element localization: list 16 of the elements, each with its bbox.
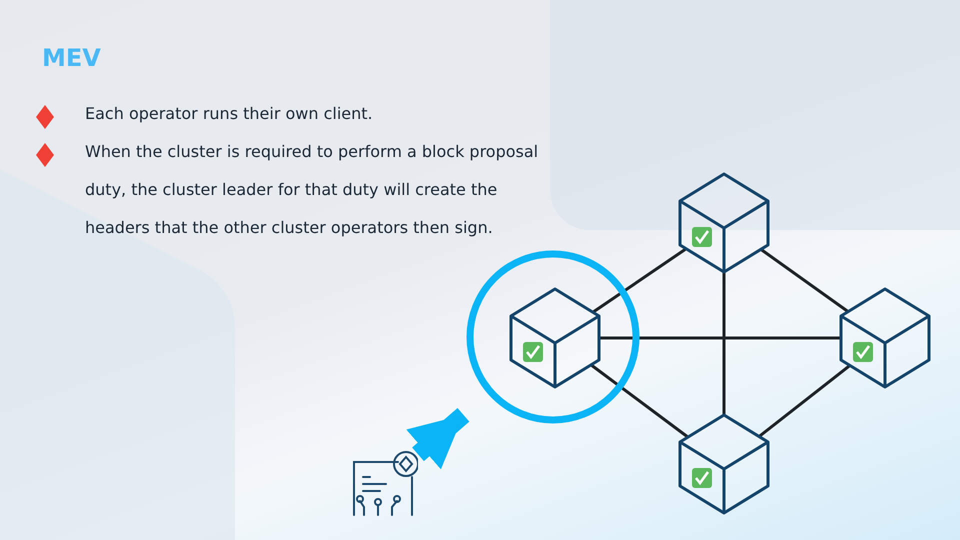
- node-cube: [678, 413, 770, 515]
- document-icon: [352, 449, 418, 517]
- slide-title: MEV: [42, 44, 101, 72]
- bullet-text: When the cluster is required to perform a block proposal duty, the cluster leader for that duty will create the headers that the other cluster operators then sign.: [85, 141, 540, 239]
- connector-line: [722, 272, 726, 415]
- node-cube: [839, 287, 931, 389]
- thick-arrow: [406, 408, 470, 470]
- node-cube: [509, 287, 601, 389]
- connector-line: [599, 336, 841, 340]
- connector-line: [592, 248, 687, 314]
- bullet-text: Each operator runs their own client.: [85, 103, 374, 125]
- connector-line: [758, 364, 851, 438]
- connector-line: [760, 248, 849, 313]
- connector-line: [590, 364, 689, 438]
- highlight-ring: [466, 250, 640, 424]
- node-cube: [678, 172, 770, 274]
